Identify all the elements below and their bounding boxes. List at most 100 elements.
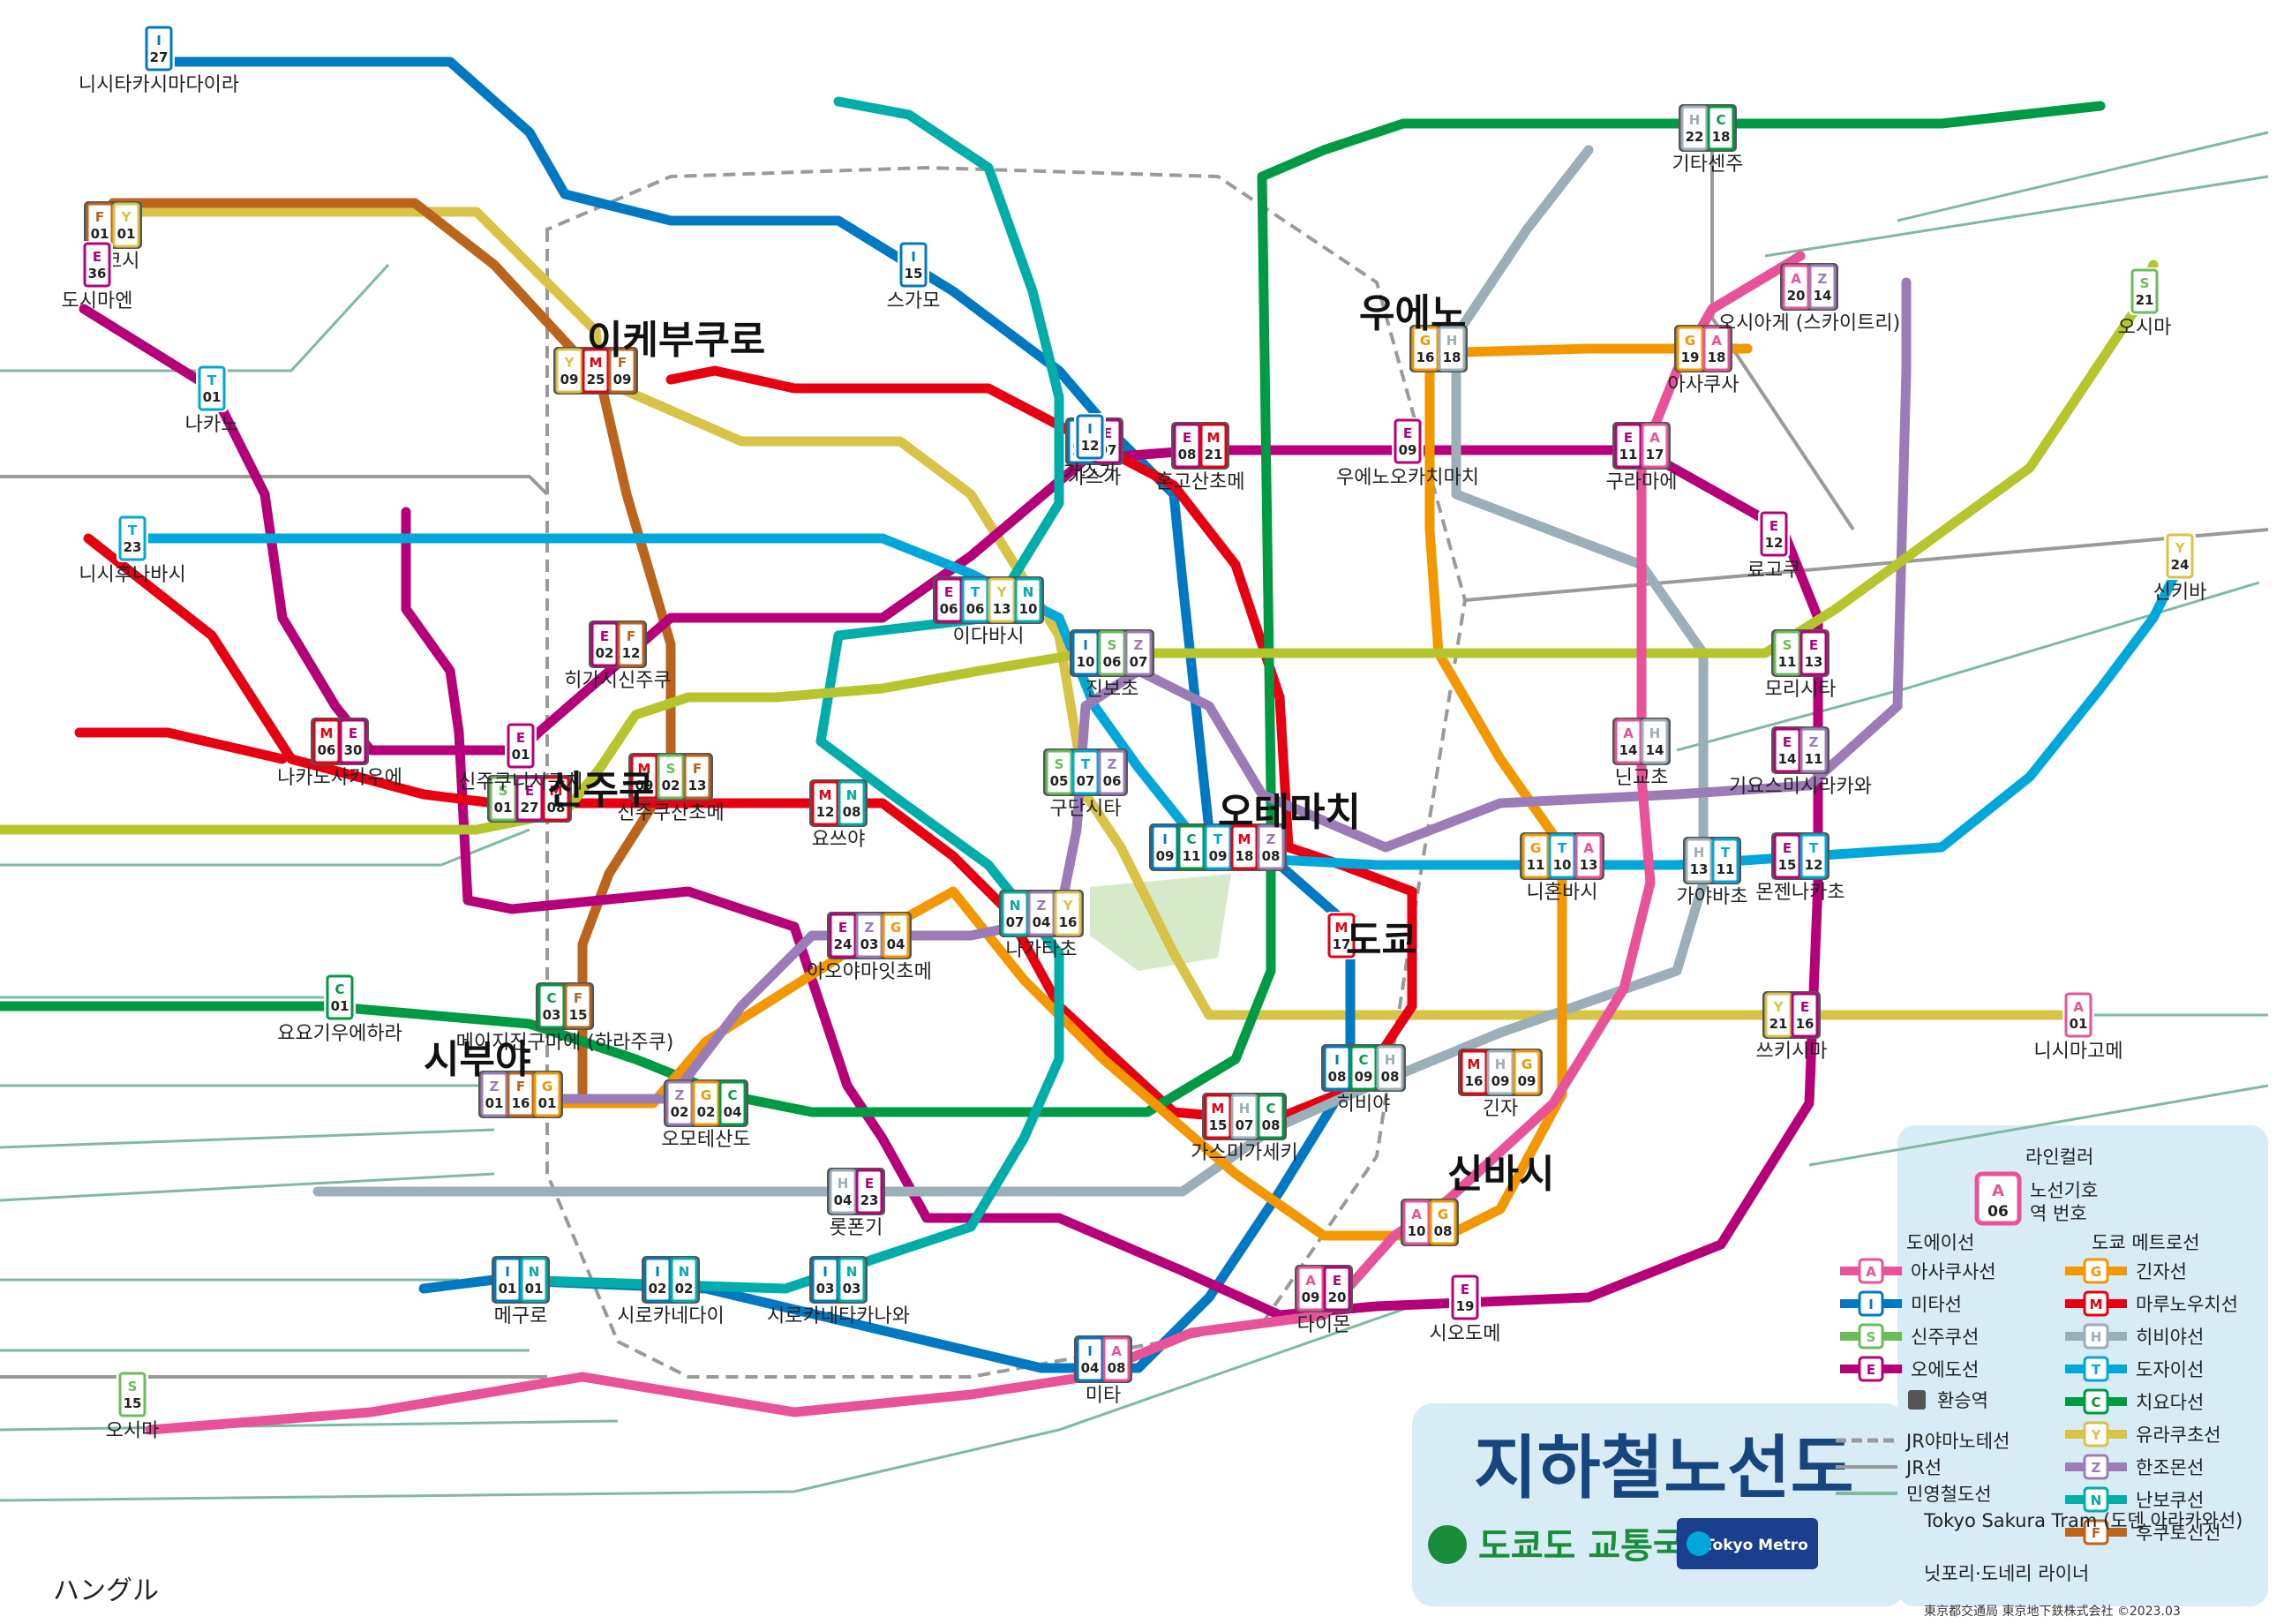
station-line-code: I [823,1264,828,1280]
legend-station-number-label: 역 번호 [2030,1203,2087,1224]
label-ikebukuro: 이케부쿠로 [587,318,765,363]
station-code-box [1764,992,1792,1038]
station-name: 아사쿠사 [1668,374,1739,396]
station-number: 15 [1209,1117,1228,1133]
station-line-code: G [701,1087,711,1103]
metro-logo-text: Tokyo Metro [1704,1537,1808,1554]
station-code-box [935,577,963,623]
station-number: 16 [1465,1073,1484,1089]
station-code-box [1098,630,1126,676]
station-number: 14 [1619,742,1638,758]
station-number: 07 [1077,773,1095,789]
station-code-box [838,780,866,826]
station-number: 01 [203,389,222,405]
station-line-code: C [727,1087,737,1103]
station-line-code: M [638,761,651,777]
station-line-code: Y [1773,999,1784,1015]
station-line-code: A [1305,1273,1316,1289]
station-number: 15 [569,1007,588,1023]
station-code-box [1773,727,1801,773]
station-number: 14 [1646,742,1664,758]
station-code-box [855,913,883,959]
station-line-code: T [1809,840,1819,856]
station-line-code: E [1461,1282,1469,1297]
station-line-code: Z [1134,637,1144,653]
station-code-box [112,202,140,248]
station-code-box [1773,833,1801,879]
station-code-box [838,1257,866,1303]
station-code-box [489,776,517,822]
station-number: 08 [1108,1360,1126,1376]
station-number: 16 [512,1095,530,1111]
station-line-code: C [1716,112,1725,128]
station-code-box [665,1080,694,1126]
station-number: 09 [560,372,579,387]
station-number: 36 [88,266,107,282]
station-code-box [829,1169,857,1214]
station-name: 히가시신주쿠 [564,670,671,692]
station-line-code: S [1783,637,1792,653]
station-line-code: F [693,761,702,777]
station-number: 02 [671,1104,689,1120]
station-code-box [643,1257,672,1303]
station-line-code: N [529,1264,540,1280]
station-name: 오시마 [2118,317,2172,339]
station-name: 이다바시 [953,626,1025,648]
station-name: 시로카네타카나와 [767,1305,910,1327]
legend-transfer-label: 환승역 [1937,1390,1988,1411]
station-line-code: Z [865,920,875,936]
station-line-code: G [890,920,901,936]
station-number: 01 [117,226,136,242]
station-number: 18 [1236,848,1254,864]
station-line-code: A [1649,430,1660,446]
station-number: 09 [1156,848,1175,864]
station-line-code: M [819,787,832,803]
svg-text:긴자선: 긴자선 [2136,1261,2187,1282]
station-number: 09 [1518,1073,1536,1089]
station-number: 01 [91,226,109,242]
station-line-code: H [1495,1056,1506,1072]
station-number: 01 [538,1095,557,1111]
tokyo-logo-icon [1428,1525,1467,1564]
station-line-code: Z [675,1087,685,1103]
legend-toei-header: 도에이선 [1906,1232,1974,1253]
station-number: 04 [834,1192,853,1208]
station-name: 우에노오카치마치 [1336,467,1479,489]
line-hibiya [312,145,1709,1197]
station-line-code: T [207,372,217,388]
svg-text:I: I [1868,1297,1874,1312]
svg-text:한조몬선: 한조몬선 [2136,1457,2204,1478]
station-line-code: H [1694,845,1705,861]
station-number: 27 [150,49,169,65]
station-line-code: Y [2175,540,2186,556]
station-code-box [1376,1045,1404,1091]
station-line-code: T [1558,840,1567,856]
svg-text:후쿠토신선: 후쿠토신선 [2136,1522,2221,1544]
station-number: 11 [1717,861,1735,877]
station-line-code: E [516,730,525,746]
station-number: 06 [1103,654,1122,670]
station-line-code: E [349,726,357,741]
svg-text:마루노우치선: 마루노우치선 [2136,1294,2238,1315]
station-code-box [683,754,711,800]
station-number: 19 [1456,1298,1475,1314]
station-number: 08 [547,800,566,816]
station-line-code: I [156,33,162,49]
station-number: 19 [1681,350,1700,365]
